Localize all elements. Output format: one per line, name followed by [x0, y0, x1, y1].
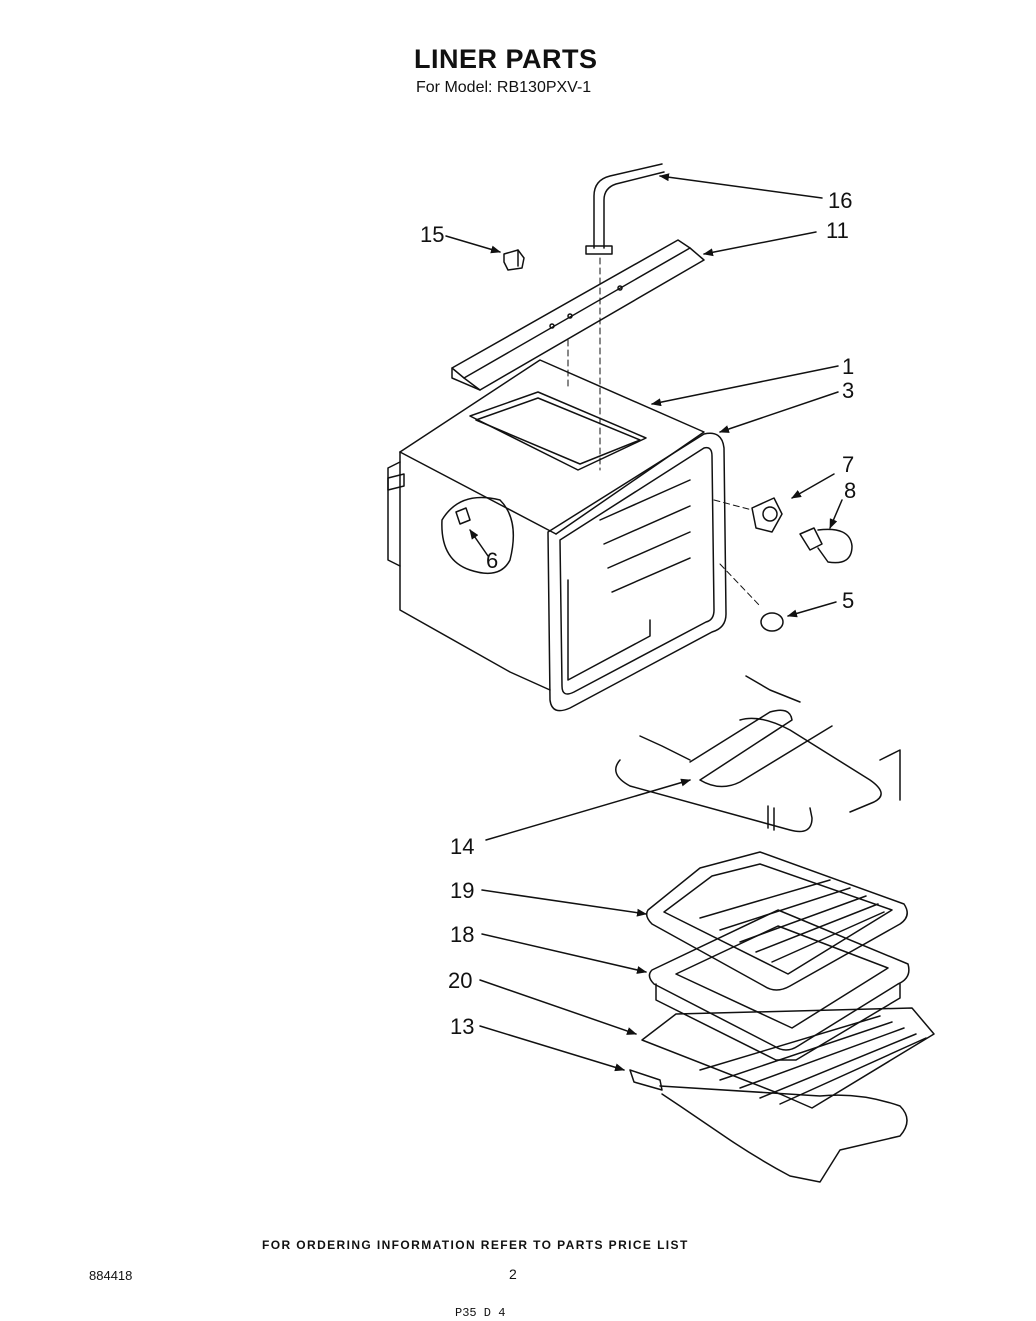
part-14-bake-element — [615, 675, 901, 833]
ordering-note: FOR ORDERING INFORMATION REFER TO PARTS … — [262, 1238, 689, 1252]
page-number: 2 — [509, 1266, 517, 1282]
callout-19: 19 — [450, 878, 474, 903]
part-7-light-socket — [751, 497, 783, 533]
part-19-broiler-grid — [645, 851, 908, 991]
part-13-broil-element — [629, 1069, 908, 1183]
callout-11: 11 — [826, 218, 849, 243]
part-5-plug-button — [760, 612, 784, 632]
part-8-light-bulb — [799, 527, 853, 564]
callout-14: 14 — [450, 834, 474, 859]
callout-20: 20 — [448, 968, 472, 993]
callout-16: 16 — [828, 188, 852, 213]
callout-6: 6 — [486, 548, 498, 573]
callout-5: 5 — [842, 588, 854, 613]
page-stamp: P35 D 4 — [455, 1306, 506, 1320]
part-20-oven-rack — [641, 1007, 935, 1109]
part-16-element-tube — [585, 163, 665, 255]
callout-18: 18 — [450, 922, 474, 947]
part-1-oven-liner — [387, 359, 705, 691]
callout-15: 15 — [420, 222, 444, 247]
part-18-broiler-pan — [648, 909, 910, 1061]
part-11-top-bracket — [451, 239, 705, 391]
callout-3: 3 — [842, 378, 854, 403]
callout-8: 8 — [844, 478, 856, 503]
callout-1: 1 — [842, 354, 854, 379]
part-3-door-gasket — [547, 432, 727, 712]
page-title: LINER PARTS — [414, 44, 598, 74]
model-subtitle: For Model: RB130PXV-1 — [416, 79, 592, 96]
callout-7: 7 — [842, 452, 854, 477]
document-number: 884418 — [89, 1268, 133, 1283]
part-15-clip — [503, 249, 525, 271]
callout-13: 13 — [450, 1014, 474, 1039]
